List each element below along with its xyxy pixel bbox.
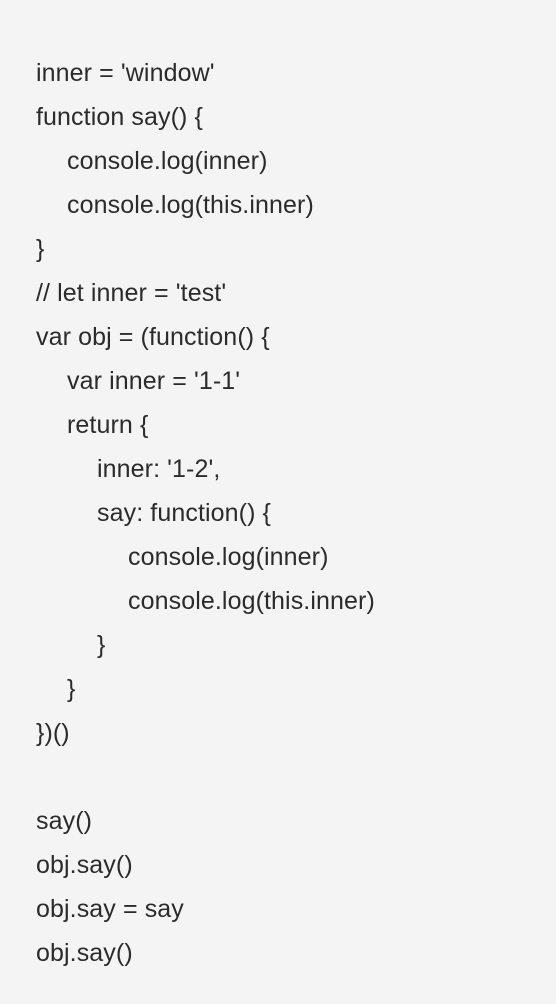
- code-line-13: console.log(this.inner): [128, 587, 375, 615]
- code-line-10: inner: '1-2',: [97, 455, 221, 483]
- code-line-14: }: [97, 631, 106, 659]
- code-line-16: })(): [36, 719, 70, 747]
- code-line-5: }: [36, 235, 45, 263]
- code-line-11: say: function() {: [97, 499, 272, 527]
- code-line-19: obj.say(): [36, 851, 133, 879]
- code-line-4: console.log(this.inner): [67, 191, 314, 219]
- code-line-blank: [36, 758, 375, 802]
- code-line-7: var obj = (function() {: [36, 323, 270, 351]
- code-line-9: return {: [67, 411, 149, 439]
- code-line-3: console.log(inner): [67, 147, 268, 175]
- code-lines: inner = 'window' function say() { consol…: [36, 54, 375, 978]
- code-line-2: function say() {: [36, 103, 203, 131]
- code-line-15: }: [67, 675, 76, 703]
- code-line-18: say(): [36, 807, 93, 835]
- code-line-6: // let inner = 'test': [36, 279, 227, 307]
- code-line-21: obj.say(): [36, 939, 133, 967]
- code-line-20: obj.say = say: [36, 895, 184, 923]
- code-line-12: console.log(inner): [128, 543, 329, 571]
- code-line-8: var inner = '1-1': [67, 367, 241, 395]
- code-line-1: inner = 'window': [36, 59, 215, 87]
